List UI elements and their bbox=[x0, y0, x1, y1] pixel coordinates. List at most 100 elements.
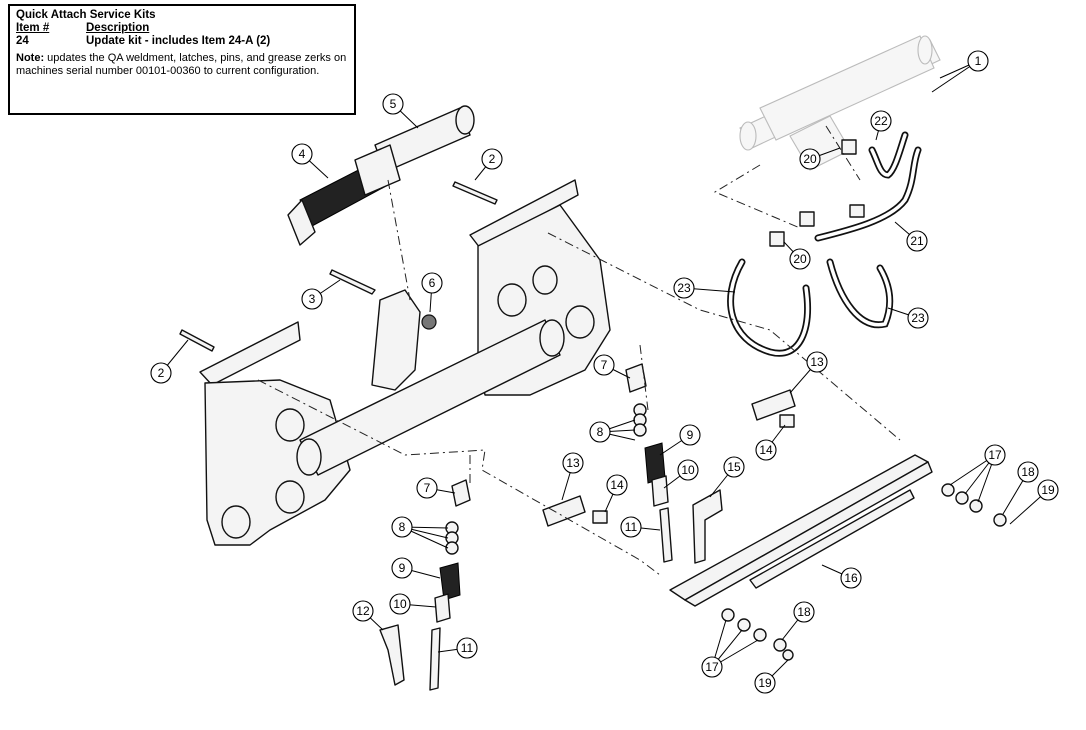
callout-number: 18 bbox=[1021, 465, 1035, 479]
callout-number: 20 bbox=[803, 152, 817, 166]
callout-number: 1 bbox=[975, 54, 982, 68]
callout-12: 12 bbox=[352, 600, 374, 622]
callout-number: 2 bbox=[489, 152, 496, 166]
callout-number: 21 bbox=[910, 234, 924, 248]
callout-circle bbox=[673, 277, 695, 299]
callout-number: 16 bbox=[844, 571, 858, 585]
callout-circle bbox=[677, 459, 699, 481]
callout-number: 15 bbox=[727, 460, 741, 474]
alignment-lines bbox=[257, 125, 901, 576]
callout-3: 3 bbox=[301, 288, 323, 310]
callout-number: 14 bbox=[759, 443, 773, 457]
callout-11: 11 bbox=[620, 516, 642, 538]
kit-note-label: Note: bbox=[16, 52, 45, 64]
callout-number: 3 bbox=[309, 292, 316, 306]
callout-circle bbox=[799, 148, 821, 170]
callout-circle bbox=[620, 516, 642, 538]
callout-10: 10 bbox=[389, 593, 411, 615]
kit-row-item: 24 bbox=[16, 35, 29, 47]
callout-circle bbox=[967, 50, 989, 72]
callout-17: 17 bbox=[701, 656, 723, 678]
callout-number: 6 bbox=[429, 276, 436, 290]
callout-number: 5 bbox=[390, 97, 397, 111]
callout-number: 8 bbox=[597, 425, 604, 439]
ghost-cylinder-assembly bbox=[739, 35, 941, 171]
callout-number: 13 bbox=[566, 456, 580, 470]
callout-number: 19 bbox=[1041, 483, 1055, 497]
callout-number: 18 bbox=[797, 605, 811, 619]
callout-19: 19 bbox=[1037, 479, 1059, 501]
callout-18: 18 bbox=[793, 601, 815, 623]
callout-9: 9 bbox=[391, 557, 413, 579]
callout-14: 14 bbox=[755, 439, 777, 461]
callout-circle bbox=[589, 421, 611, 443]
hydraulic-cylinders bbox=[287, 105, 475, 246]
callout-circle bbox=[1037, 479, 1059, 501]
callout-circle bbox=[593, 354, 615, 376]
callout-circle bbox=[870, 110, 892, 132]
callout-4: 4 bbox=[291, 143, 313, 165]
callout-21: 21 bbox=[906, 230, 928, 252]
callout-number: 14 bbox=[610, 478, 624, 492]
kit-row-description: Update kit - includes Item 24-A (2) bbox=[86, 35, 271, 47]
callout-number: 4 bbox=[299, 147, 306, 161]
callout-circle bbox=[755, 439, 777, 461]
callout-15: 15 bbox=[723, 456, 745, 478]
callout-circle bbox=[382, 93, 404, 115]
latch-stack-right bbox=[625, 363, 723, 564]
callout-17: 17 bbox=[984, 444, 1006, 466]
callout-number: 10 bbox=[393, 597, 407, 611]
pins-and-bolts bbox=[179, 181, 795, 524]
callout-number: 17 bbox=[705, 660, 719, 674]
callout-circle bbox=[840, 567, 862, 589]
callout-circle bbox=[301, 288, 323, 310]
callout-number: 13 bbox=[810, 355, 824, 369]
callout-number: 23 bbox=[911, 311, 925, 325]
callout-2: 2 bbox=[481, 148, 503, 170]
callout-number: 12 bbox=[356, 604, 370, 618]
callout-circle bbox=[481, 148, 503, 170]
callout-19: 19 bbox=[754, 672, 776, 694]
callout-circle bbox=[352, 600, 374, 622]
callout-1: 1 bbox=[967, 50, 989, 72]
callout-7: 7 bbox=[416, 477, 438, 499]
callout-11: 11 bbox=[456, 637, 478, 659]
latch-stack-left bbox=[379, 479, 471, 691]
kit-box-title: Quick Attach Service Kits bbox=[16, 9, 156, 21]
callout-circle bbox=[606, 474, 628, 496]
callout-circle bbox=[562, 452, 584, 474]
callout-circle bbox=[907, 307, 929, 329]
callout-circle bbox=[416, 477, 438, 499]
callout-number: 20 bbox=[793, 252, 807, 266]
callout-16: 16 bbox=[840, 567, 862, 589]
washer-sets bbox=[721, 483, 1007, 661]
kit-header-item: Item # bbox=[16, 22, 50, 34]
callout-8: 8 bbox=[589, 421, 611, 443]
callout-circle bbox=[806, 351, 828, 373]
callout-13: 13 bbox=[806, 351, 828, 373]
callout-circle bbox=[291, 143, 313, 165]
callout-number: 23 bbox=[677, 281, 691, 295]
callout-5: 5 bbox=[382, 93, 404, 115]
callout-labels: 1223456778899101011111213131414151617171… bbox=[150, 50, 1059, 694]
callout-number: 10 bbox=[681, 463, 695, 477]
callout-6: 6 bbox=[421, 272, 443, 294]
callout-circle bbox=[1017, 461, 1039, 483]
callout-circle bbox=[389, 593, 411, 615]
callout-number: 9 bbox=[399, 561, 406, 575]
latch-plates-and-bar bbox=[542, 389, 933, 607]
callout-9: 9 bbox=[679, 424, 701, 446]
callout-number: 9 bbox=[687, 428, 694, 442]
callout-circle bbox=[391, 516, 413, 538]
callout-2: 2 bbox=[150, 362, 172, 384]
callout-circle bbox=[391, 557, 413, 579]
callout-14: 14 bbox=[606, 474, 628, 496]
callout-circle bbox=[906, 230, 928, 252]
kit-header-description: Description bbox=[86, 22, 150, 34]
callout-number: 8 bbox=[399, 520, 406, 534]
callout-20: 20 bbox=[789, 248, 811, 270]
callout-circle bbox=[789, 248, 811, 270]
callout-number: 7 bbox=[601, 358, 608, 372]
